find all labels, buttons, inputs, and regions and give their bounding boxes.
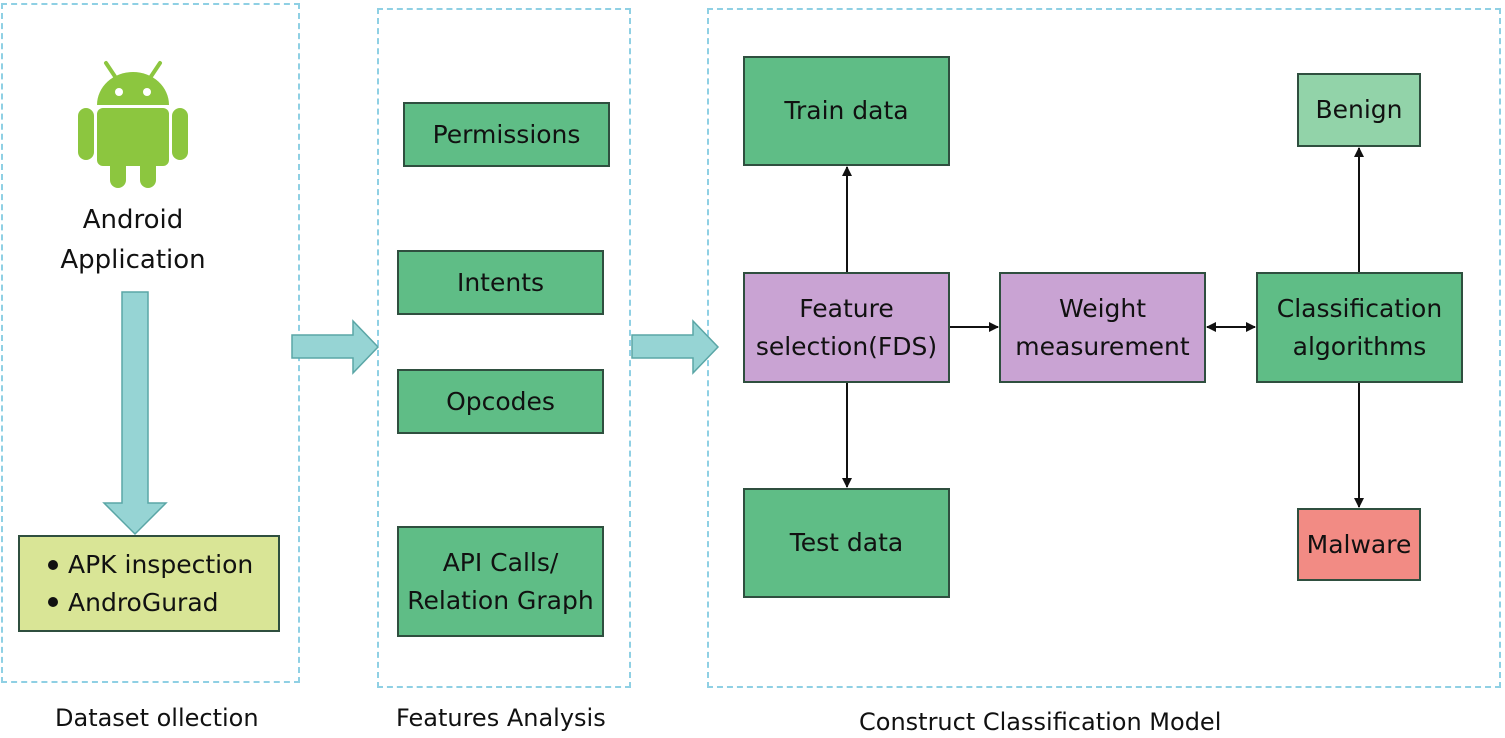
classification-algorithms-box: Classification algorithms — [1256, 272, 1463, 383]
fds-label-line1: Feature — [799, 294, 894, 323]
benign-label: Benign — [1315, 95, 1403, 125]
test-data-box: Test data — [743, 488, 950, 598]
block-right-arrow-1 — [291, 319, 380, 375]
weight-measurement-box: Weight measurement — [999, 272, 1206, 383]
tools-box: APK inspection AndroGurad — [18, 535, 280, 632]
tool-item-label: AndroGurad — [68, 587, 219, 617]
api-calls-box: API Calls/ Relation Graph — [397, 526, 604, 637]
train-data-box: Train data — [743, 56, 950, 166]
big-down-arrow — [102, 291, 168, 536]
fds-label-line2: selection(FDS) — [755, 331, 938, 361]
intents-box: Intents — [397, 250, 604, 315]
android-label-line2: Application — [60, 245, 206, 275]
android-label-line1: Android — [82, 205, 184, 235]
permissions-label: Permissions — [432, 119, 581, 149]
test-data-label: Test data — [789, 528, 904, 558]
opcodes-label: Opcodes — [446, 386, 555, 416]
tool-item-androgurad: AndroGurad — [48, 584, 219, 622]
malware-label: Malware — [1306, 529, 1412, 559]
classification-model-caption: Construct Classification Model — [859, 708, 1222, 736]
feature-selection-box: Feature selection(FDS) — [743, 272, 950, 383]
classif-label-line2: algorithms — [1292, 331, 1427, 361]
bullet-icon — [48, 559, 58, 570]
benign-box: Benign — [1297, 73, 1421, 147]
features-analysis-caption: Features Analysis — [396, 704, 606, 732]
android-robot-icon — [78, 61, 188, 188]
api-label-line1: API Calls/ — [442, 548, 559, 577]
android-application-label: Android Application — [33, 200, 233, 280]
permissions-box: Permissions — [403, 102, 610, 167]
classif-label-line1: Classification — [1276, 294, 1443, 323]
block-right-arrow-2 — [631, 319, 720, 375]
dataset-collection-caption: Dataset ollection — [55, 704, 259, 732]
api-label-line2: Relation Graph — [407, 585, 594, 615]
tool-item-label: APK inspection — [68, 550, 254, 579]
malware-box: Malware — [1297, 508, 1421, 581]
train-data-label: Train data — [784, 96, 909, 126]
bullet-icon — [48, 597, 58, 608]
intents-label: Intents — [456, 267, 545, 297]
weight-label-line2: measurement — [1015, 331, 1190, 361]
tool-item-apk-inspection: APK inspection — [48, 546, 253, 584]
opcodes-box: Opcodes — [397, 369, 604, 434]
weight-label-line1: Weight — [1058, 294, 1147, 323]
